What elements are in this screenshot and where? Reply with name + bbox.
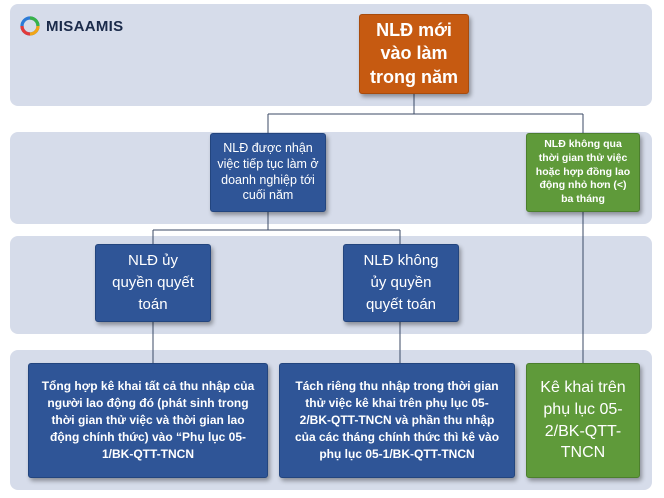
node-not-passed: NLĐ không qua thời gian thử việc hoặc hợ… xyxy=(526,133,640,212)
node-root-label: NLĐ mới vào làm trong năm xyxy=(370,19,458,87)
level-band-1 xyxy=(10,4,652,106)
node-not-authorized: NLĐ không ủy quyền quyết toán xyxy=(343,244,459,322)
node-authorized: NLĐ ủy quyền quyết toán xyxy=(95,244,211,322)
logo-text: MISAAMIS xyxy=(46,17,124,35)
node-summary: Tổng hợp kê khai tất cả thu nhập của ngư… xyxy=(28,363,268,478)
node-separate-label: Tách riêng thu nhập trong thời gian thử … xyxy=(294,378,500,462)
node-authorized-label: NLĐ ủy quyền quyết toán xyxy=(112,252,194,313)
node-not-authorized-label: NLĐ không ủy quyền quyết toán xyxy=(363,252,439,313)
node-root: NLĐ mới vào làm trong năm xyxy=(359,14,469,94)
node-continued: NLĐ được nhận việc tiếp tục làm ở doanh … xyxy=(210,133,326,212)
node-continued-label: NLĐ được nhận việc tiếp tục làm ở doanh … xyxy=(217,141,319,203)
node-not-passed-label: NLĐ không qua thời gian thử việc hoặc hợ… xyxy=(535,138,631,205)
misa-amis-logo: MISAAMIS xyxy=(20,16,123,36)
node-summary-label: Tổng hợp kê khai tất cả thu nhập của ngư… xyxy=(41,378,255,462)
misa-logo-icon xyxy=(20,16,40,36)
node-declare-label: Kê khai trên phụ lục 05-2/BK-QTT-TNCN xyxy=(540,379,626,462)
node-separate: Tách riêng thu nhập trong thời gian thử … xyxy=(279,363,515,478)
node-declare: Kê khai trên phụ lục 05-2/BK-QTT-TNCN xyxy=(526,363,640,478)
